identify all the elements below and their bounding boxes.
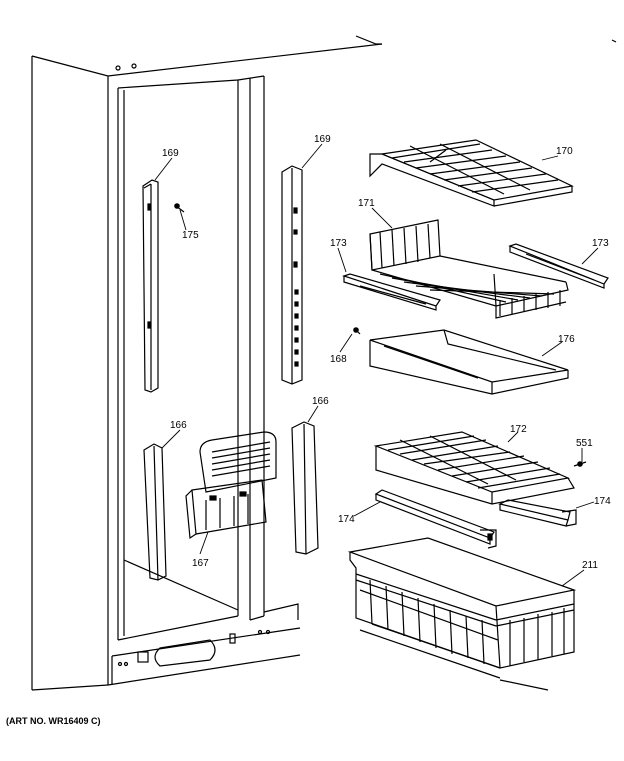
part-label-168: 168 [330,354,347,365]
art-number: (ART NO. WR16409 C) [6,716,101,726]
part-label-171: 171 [358,198,375,209]
rail-169-right [281,165,303,385]
part-label-170: 170 [556,146,573,157]
part-label-166-right: 166 [312,396,329,407]
support-166-right [291,421,319,555]
slide-173-right [508,243,609,289]
slide-174-left [374,489,497,549]
part-label-173-right: 173 [592,238,609,249]
frame-176 [369,329,569,395]
part-label-211: 211 [582,560,598,571]
part-label-551: 551 [576,438,593,449]
slide-173-left [342,273,441,311]
part-label-167: 167 [192,558,209,569]
part-label-166-left: 166 [170,420,187,431]
part-label-169-left: 169 [162,148,179,159]
rail-169-left [142,179,159,393]
part-label-169-right: 169 [314,134,331,145]
part-label-172: 172 [510,424,527,435]
screw-175 [174,203,185,213]
part-label-174-right: 174 [594,496,611,507]
basket-171 [369,219,569,319]
shelf-170 [369,139,574,207]
cabinet [31,35,617,691]
slide-174-right [498,499,577,527]
part-label-173-left: 173 [330,238,347,249]
housing-167 [185,431,277,540]
support-166-left [143,443,167,581]
screw-551 [573,461,587,467]
shelf-172 [373,431,575,505]
part-label-176: 176 [558,334,575,345]
part-label-175: 175 [182,230,199,241]
part-label-174-left: 174 [338,514,355,525]
bin-211 [347,537,577,691]
leader-lines [154,143,599,587]
screw-168 [353,327,361,335]
